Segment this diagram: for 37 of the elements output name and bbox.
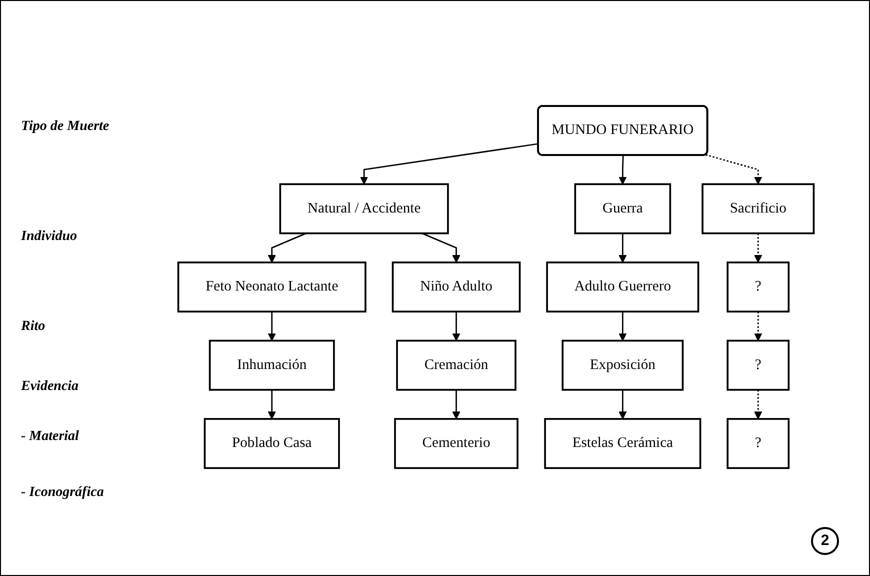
node-box: Sacrificio (702, 183, 815, 234)
node-box: ? (726, 340, 790, 391)
row-label: Rito (21, 319, 46, 335)
arrow (705, 154, 762, 185)
arrow (452, 390, 460, 420)
row-label: - Material (21, 429, 79, 445)
arrow (268, 390, 276, 420)
node-box: Feto Neonato Lactante (177, 262, 366, 312)
node-box: Estelas Cerámica (544, 418, 702, 469)
node-box: Cremación (396, 340, 516, 391)
arrow (422, 232, 460, 263)
node-box: ? (726, 418, 790, 469)
node-box: Guerra (574, 183, 672, 234)
node-box: ? (726, 262, 790, 312)
row-label: - Iconográfica (21, 485, 104, 501)
node-box: Inhumación (208, 340, 335, 391)
row-label: Evidencia (21, 379, 79, 395)
arrow (618, 156, 627, 185)
arrow (754, 390, 762, 420)
node-box: Niño Adulto (392, 262, 521, 312)
arrow (618, 312, 627, 342)
arrow (452, 312, 460, 342)
row-label: Tipo de Muerte (21, 119, 110, 135)
arrow (754, 312, 762, 342)
arrow (268, 232, 306, 263)
node-box: Exposición (562, 340, 684, 391)
arrow (360, 143, 539, 185)
node-box: Natural / Accidente (279, 183, 449, 234)
arrow (754, 233, 762, 263)
arrow (618, 390, 627, 420)
arrow (268, 312, 276, 342)
node-box: Adulto Guerrero (546, 262, 700, 312)
circled-number: 2 (811, 527, 839, 555)
node-box: Cementerio (394, 418, 518, 469)
row-label: Individuo (21, 229, 78, 245)
node-box: Poblado Casa (204, 418, 340, 469)
arrow (618, 233, 627, 263)
